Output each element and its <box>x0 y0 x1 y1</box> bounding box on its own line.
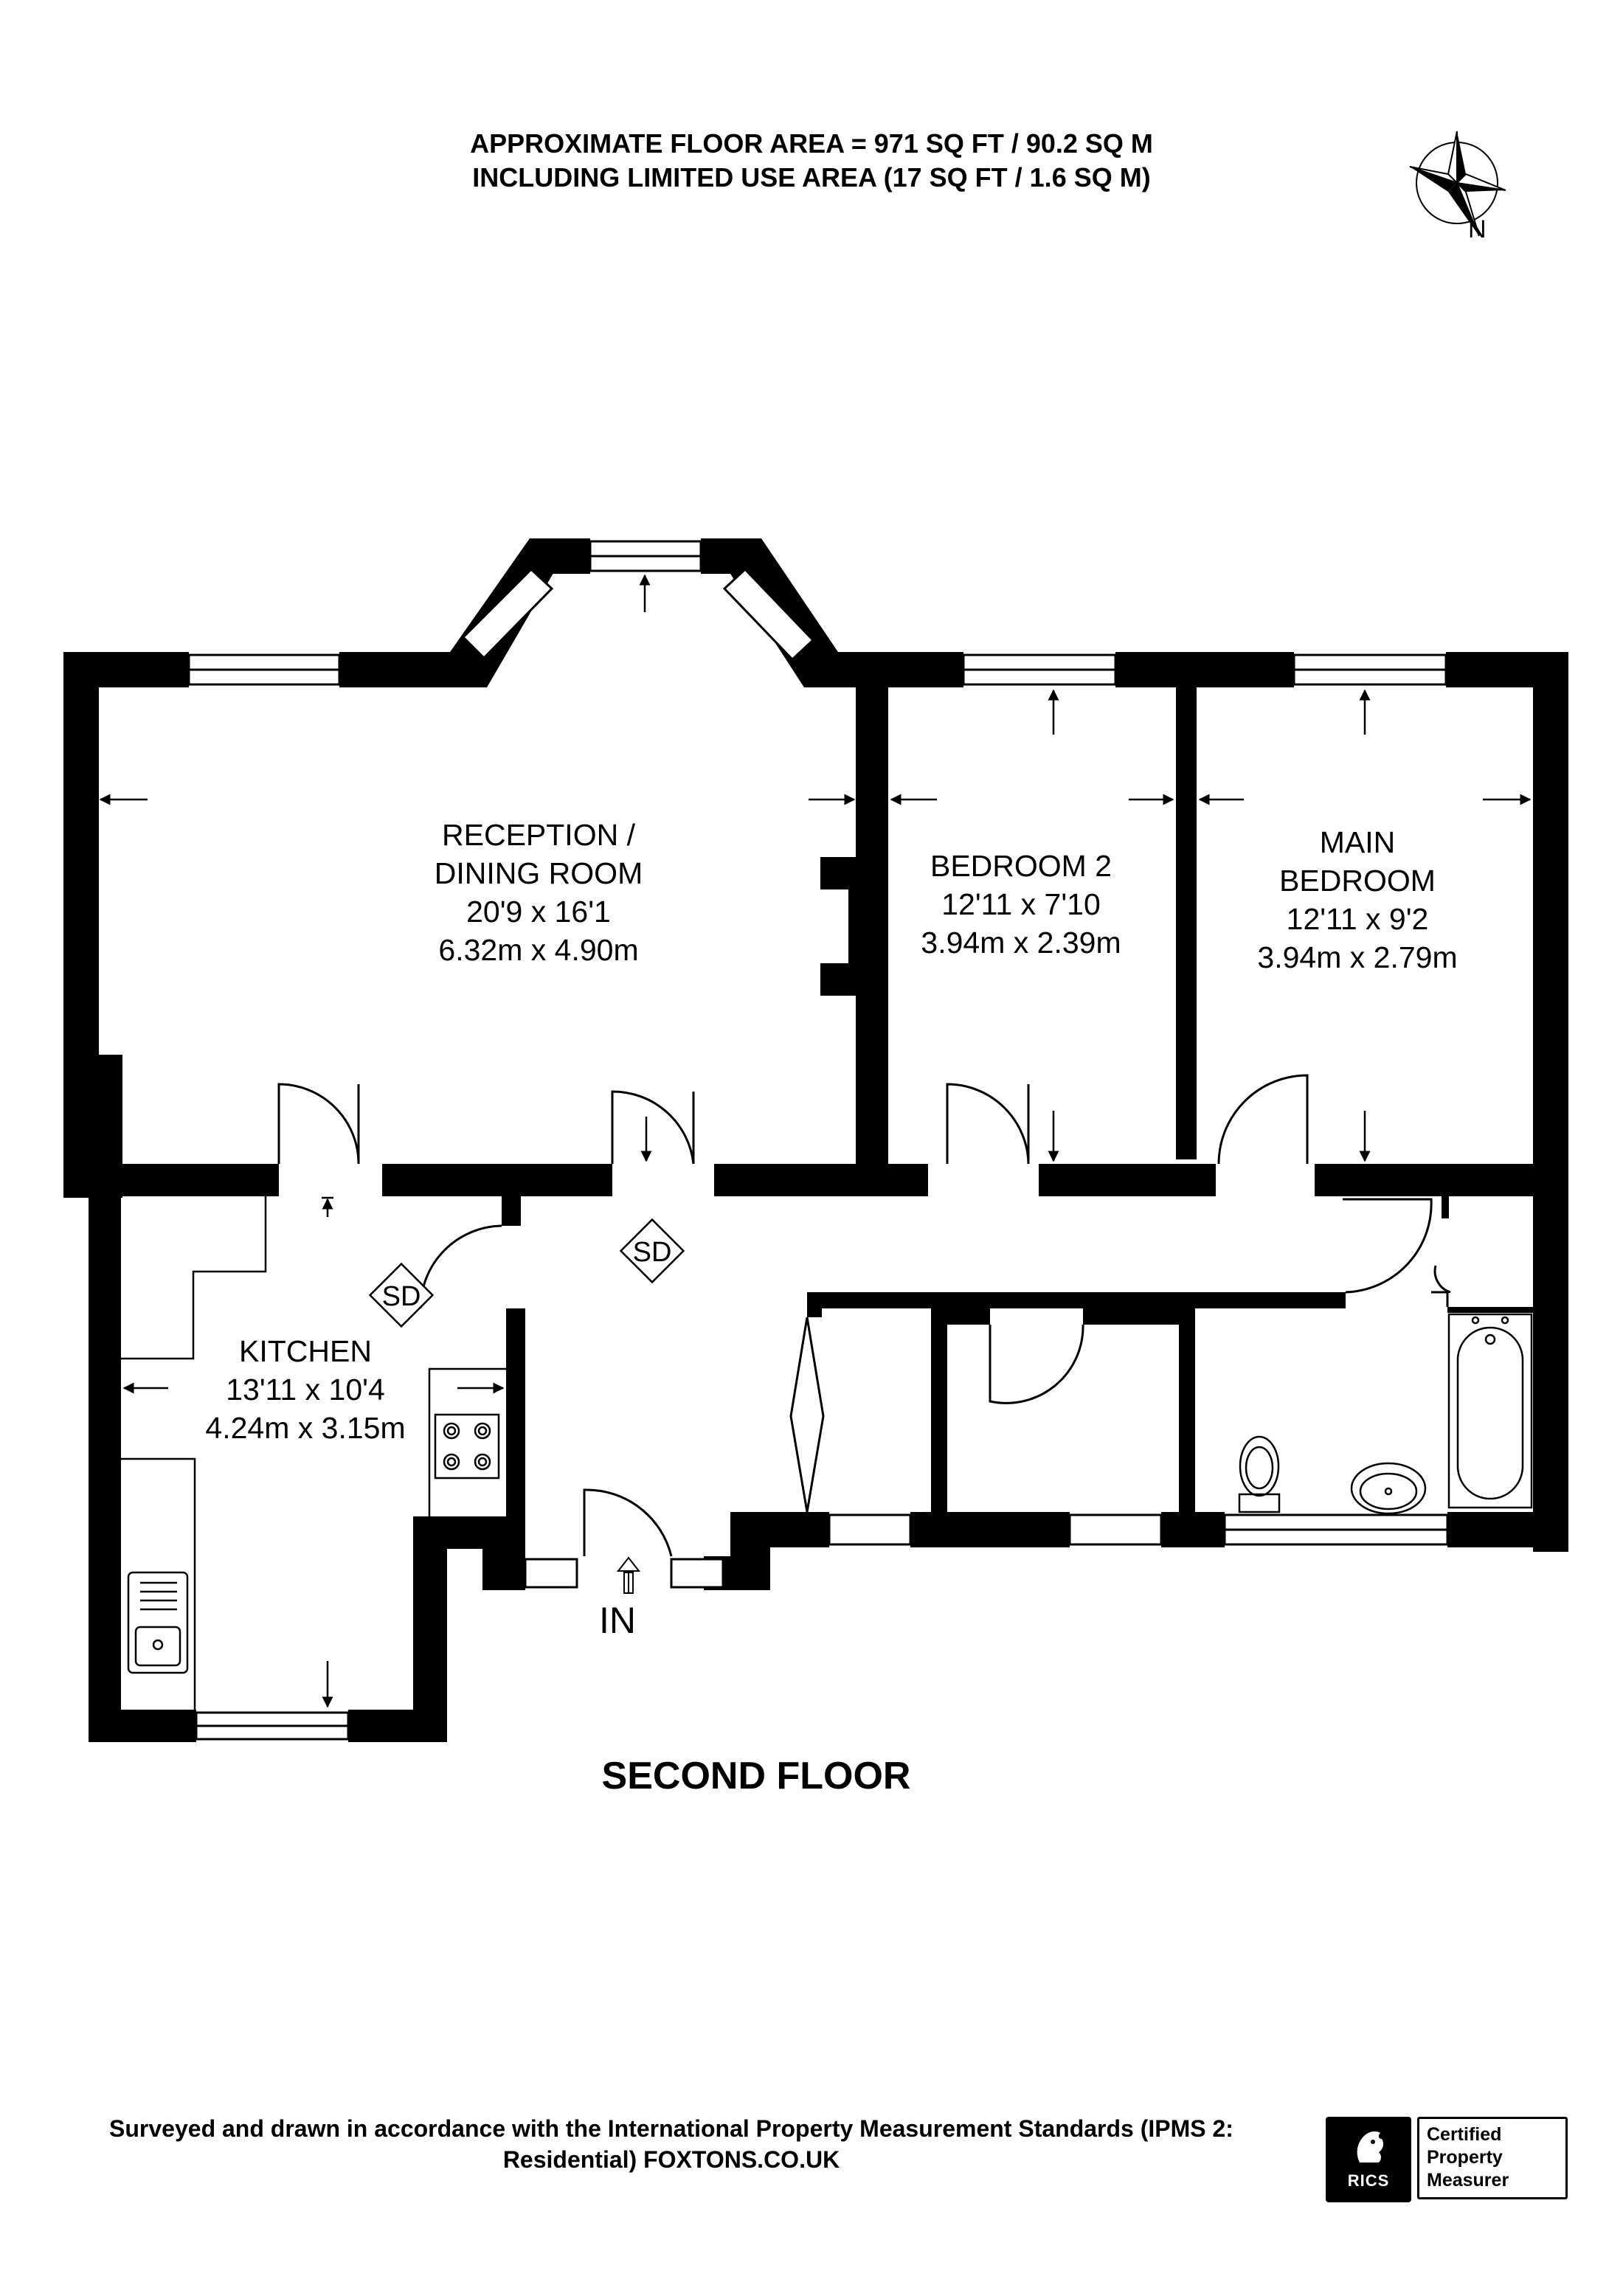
smoke-detector-kitchen: SD <box>368 1262 435 1328</box>
bedroom2-metric: 3.94m x 2.39m <box>921 926 1121 960</box>
footer-line-2: Residential) FOXTONS.CO.UK <box>502 2146 840 2173</box>
entrance-label: IN <box>599 1600 636 1641</box>
rics-logo: RICS <box>1326 2117 1411 2202</box>
bathroom-fixtures <box>1238 1313 1533 1515</box>
certified-measurer-box: Certified Property Measurer <box>1417 2117 1568 2199</box>
main-bedroom-imperial: 12'11 x 9'2 <box>1287 902 1429 936</box>
main-bedroom-name-1: MAIN <box>1320 825 1396 859</box>
kitchen-imperial: 13'11 x 10'4 <box>226 1373 385 1407</box>
floor-title: SECOND FLOOR <box>601 1755 911 1797</box>
cert-line-1: Certified <box>1427 2124 1502 2145</box>
windows <box>187 540 1449 1741</box>
reception-imperial: 20'9 x 16'1 <box>466 895 611 929</box>
bath-icon <box>1447 1313 1533 1509</box>
cert-line-3: Measurer <box>1427 2170 1509 2191</box>
room-main-bedroom: MAIN BEDROOM 12'11 x 9'2 3.94m x 2.79m <box>1257 825 1457 974</box>
room-bedroom-2: BEDROOM 2 12'11 x 7'10 3.94m x 2.39m <box>921 849 1121 960</box>
utility-window <box>1068 1513 1163 1546</box>
kitchen-fixtures <box>121 1196 506 1710</box>
bay-window-left <box>461 567 554 660</box>
limited-use-area-line: INCLUDING LIMITED USE AREA (17 SQ FT / 1… <box>472 162 1151 193</box>
hall-window-right <box>670 1558 724 1589</box>
cupboard-window <box>828 1513 912 1546</box>
floor-area-line: APPROXIMATE FLOOR AREA = 971 SQ FT / 90.… <box>470 128 1153 159</box>
reception-metric: 6.32m x 4.90m <box>438 933 638 967</box>
rics-logo-text: RICS <box>1347 2171 1390 2190</box>
walls <box>63 538 1568 1742</box>
toilet-icon <box>1238 1435 1281 1513</box>
sd-label: SD <box>382 1281 421 1312</box>
floor-area-header: APPROXIMATE FLOOR AREA = 971 SQ FT / 90.… <box>0 127 1623 195</box>
hob-icon <box>434 1413 500 1480</box>
kitchen-metric: 4.24m x 3.15m <box>205 1411 405 1445</box>
sink-icon <box>127 1571 189 1674</box>
reception-name-1: RECEPTION / <box>442 818 636 852</box>
basin-icon <box>1350 1462 1427 1515</box>
footer-line-1: Surveyed and drawn in accordance with th… <box>109 2115 1233 2142</box>
cert-line-2: Property <box>1427 2147 1503 2168</box>
hall-window-left <box>524 1558 578 1589</box>
rics-badge: RICS Certified Property Measurer <box>1326 2117 1574 2202</box>
lion-icon <box>1357 2131 1384 2163</box>
north-label: N <box>1468 215 1487 243</box>
bedroom2-imperial: 12'11 x 7'10 <box>941 887 1101 921</box>
smoke-detector-hall: SD <box>619 1218 685 1284</box>
bay-window-right <box>722 567 815 662</box>
room-kitchen: KITCHEN 13'11 x 10'4 4.24m x 3.15m <box>205 1334 405 1445</box>
reception-name-2: DINING ROOM <box>435 856 643 890</box>
bedroom2-name: BEDROOM 2 <box>930 849 1112 883</box>
room-reception: RECEPTION / DINING ROOM 20'9 x 16'1 6.32… <box>435 818 643 967</box>
kitchen-name: KITCHEN <box>239 1334 372 1368</box>
main-bedroom-name-2: BEDROOM <box>1279 864 1436 898</box>
sd-label: SD <box>633 1237 672 1268</box>
survey-footer: Surveyed and drawn in accordance with th… <box>30 2113 1313 2175</box>
compass-rose-icon <box>1409 131 1506 237</box>
main-bedroom-metric: 3.94m x 2.79m <box>1257 940 1457 974</box>
entrance-arrow-icon <box>616 1556 641 1594</box>
dimension-arrows <box>99 574 1532 1708</box>
